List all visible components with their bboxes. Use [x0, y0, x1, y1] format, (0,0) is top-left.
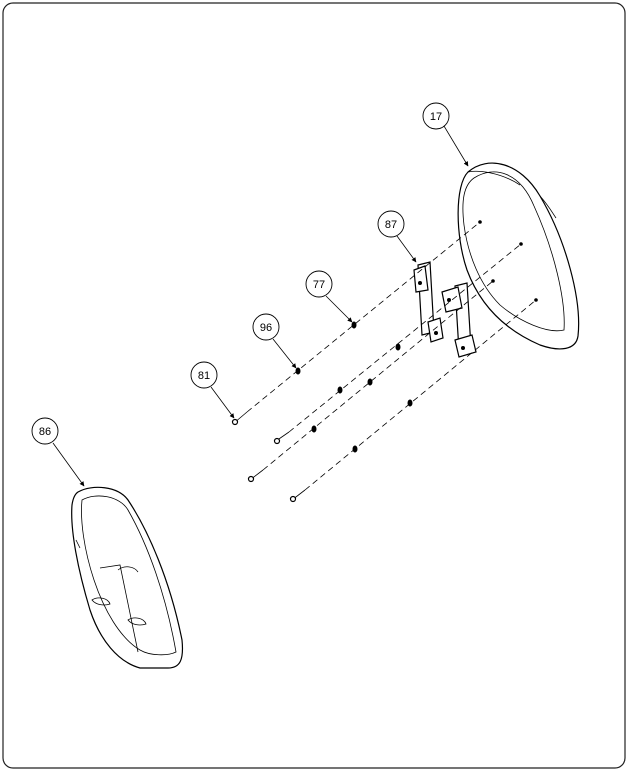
- callout-81: 81: [190, 361, 235, 419]
- nut-96: [295, 367, 301, 375]
- screw-4: [289, 489, 306, 503]
- screw-3: [247, 469, 264, 483]
- part-17-back-cushion: [457, 162, 580, 350]
- svg-text:81: 81: [198, 370, 210, 382]
- part-87-mounting-bracket-2: [441, 282, 477, 358]
- svg-text:17: 17: [430, 111, 442, 123]
- callout-17: 17: [422, 102, 469, 167]
- screw-81: [231, 411, 248, 426]
- washers-and-nuts: [295, 321, 413, 453]
- assembly-lines: [246, 221, 537, 491]
- svg-text:96: 96: [260, 322, 272, 334]
- part-86-back-shell: [71, 486, 184, 669]
- svg-text:87: 87: [385, 219, 397, 231]
- svg-text:86: 86: [39, 426, 51, 438]
- svg-text:77: 77: [313, 279, 325, 291]
- part-87-mounting-bracket: [413, 261, 444, 343]
- callout-87: 87: [377, 210, 417, 263]
- callout-77: 77: [305, 270, 353, 323]
- washer-77: [351, 321, 357, 329]
- screw-2: [273, 431, 290, 445]
- callout-96: 96: [252, 313, 297, 369]
- callout-86: 86: [31, 417, 85, 487]
